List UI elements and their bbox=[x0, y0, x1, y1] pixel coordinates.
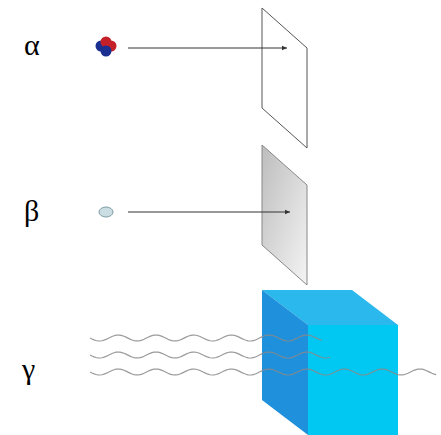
lead-block bbox=[262, 290, 398, 435]
gamma-wave bbox=[90, 369, 436, 375]
beta-particle bbox=[99, 207, 113, 217]
gamma-rays bbox=[90, 335, 436, 375]
radiation-symbol: β bbox=[24, 196, 39, 226]
radiation-symbol: α bbox=[24, 30, 40, 60]
beta-path bbox=[128, 212, 290, 213]
alpha-particle bbox=[96, 37, 117, 57]
radiation-symbol: γ bbox=[22, 354, 35, 384]
paper-sheet bbox=[262, 8, 307, 148]
metal-sheet bbox=[262, 145, 307, 285]
alpha-path bbox=[128, 48, 287, 49]
gamma-wave bbox=[90, 335, 322, 341]
gamma-wave bbox=[90, 352, 330, 358]
